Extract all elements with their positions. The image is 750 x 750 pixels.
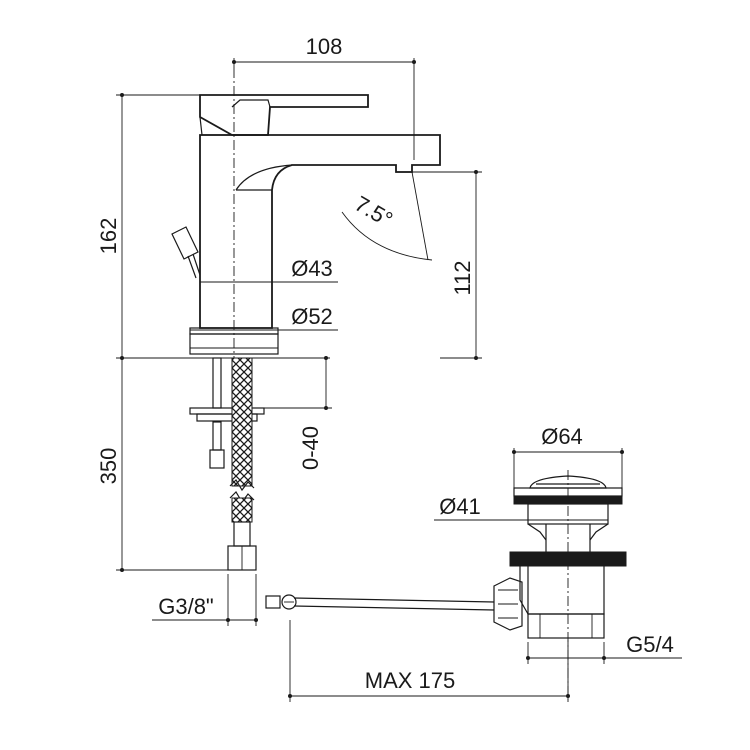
dim-height-162: 162: [96, 218, 121, 255]
dim-dia-64: Ø64: [541, 424, 583, 449]
dim-height-112: 112: [450, 260, 475, 295]
dim-dia-52: Ø52: [291, 304, 333, 329]
dimension-ticks: [120, 60, 624, 698]
dim-dia-41: Ø41: [439, 494, 481, 519]
dim-angle: 7.5°: [350, 191, 397, 232]
dim-width-108: 108: [306, 34, 343, 59]
mounting-hardware: [189, 357, 265, 571]
dim-length-350: 350: [96, 448, 121, 485]
dim-thread-g38: G3/8": [158, 594, 214, 619]
dimension-lines: [116, 58, 682, 702]
dim-max-175: MAX 175: [365, 668, 456, 693]
dim-range-0-40: 0-40: [298, 426, 323, 470]
dim-dia-43: Ø43: [291, 256, 333, 281]
dim-thread-g54: G5/4: [626, 632, 674, 657]
pop-up-drain: [265, 475, 627, 639]
